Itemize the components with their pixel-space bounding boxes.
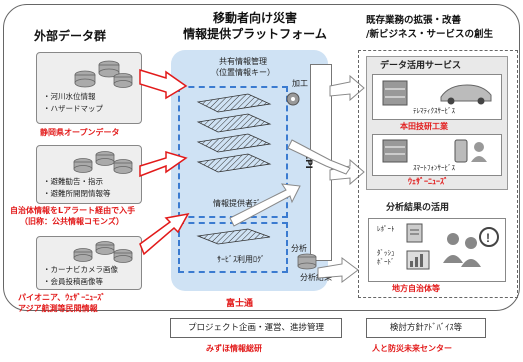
smartphone-provider: ｳｪｻﾞｰﾆｭｰｽﾞ [408,177,448,186]
provider-shizuoka: 静岡県オープンデータ [40,128,120,137]
advice-org: 人と防災未来センター [372,344,452,353]
right-title-line-2: /新ビジネス・サービスの創生 [366,29,493,40]
source-items: ・河川水位情報 ・ハザードマップ [43,91,103,115]
telematics-card: ﾃﾚﾏﾃｨｸｽｻｰﾋﾞｽ [372,74,502,120]
provider-lalert-line-1: 自治体情報をLアラート経由で入手 [10,206,136,215]
gear-icon [286,92,300,106]
server-icon [382,80,408,106]
right-title: 既存業務の拡張・改善 /新ビジネス・サービスの創生 [366,14,506,42]
item-member-images: ・会員投稿画像等 [43,277,103,286]
advice-box: 検討方針ｱﾄﾞﾊﾞｲｽ等 [366,318,486,338]
title-line-2: 情報提供プラットフォーム [183,27,327,41]
external-data-title: 外部データ群 [34,29,107,43]
document-icon [406,223,423,243]
database-icon [73,151,133,174]
layer-stack-icon [196,93,272,173]
dashboard-line-1: ﾀﾞｯｼｭ [377,249,395,257]
analysis-usage-title: 分析結果の活用 [386,203,450,213]
project-management-box: プロジェクト企画・運営、進捗管理 [170,318,342,338]
platform-container [171,50,328,291]
smartphone-label: ｽﾏｰﾄﾌｫﾝｻｰﾋﾞｽ [413,164,455,172]
page-title: 移動者向け災害 情報提供プラットフォーム [150,10,360,42]
project-org: みずほ情報総研 [206,344,262,353]
chart-icon [406,250,430,270]
provider-private-line-2: アジア航測等民間情報 [18,304,98,313]
car-icon [440,84,492,105]
telematics-label: ﾃﾚﾏﾃｨｸｽｻｰﾋﾞｽ [413,107,455,115]
provider-lalert: 自治体情報をLアラート経由で入手 （旧称：公共情報コモンズ） [10,205,170,227]
provider-private-line-1: パイオニア、ｳｪｻﾞｰﾆｭｰｽﾞ [18,293,106,302]
report-label: ﾚﾎﾟｰﾄ [377,225,395,233]
shared-info-line-1: 共有情報管理 [219,57,267,66]
database-icon [73,241,133,263]
dashboard-line-2: ﾎﾞｰﾄﾞ [377,258,395,266]
process-label: 加工 [292,79,308,88]
dashboard-label: ﾀﾞｯｼｭ ﾎﾞｰﾄﾞ [377,249,395,267]
service-log-label: ｻｰﾋﾞｽ利用ﾛｸﾞ [217,255,265,264]
smartphone-card: ｽﾏｰﾄﾌｫﾝｻｰﾋﾞｽ [372,134,502,176]
item-river-level: ・河川水位情報 [43,92,96,101]
right-dashed-area [358,50,518,298]
database-icon [74,60,133,88]
source-box-evac: ・避難勧告・指示 ・避難所開閉情報等 [36,145,142,204]
analysis-result-label: 分析結果 [300,273,332,282]
smartphone-icon [454,139,487,163]
item-shelter-status: ・避難所開閉情報等 [43,189,111,198]
item-car-camera: ・カーナビカメラ画像 [43,265,118,274]
analysis-label: 分析 [291,244,307,253]
telematics-provider: 本田技研工業 [400,122,448,131]
svg-text:!: ! [486,231,490,245]
title-line-1: 移動者向け災害 [212,11,297,25]
source-box-river: ・河川水位情報 ・ハザードマップ [36,52,142,124]
provider-private: パイオニア、ｳｪｻﾞｰﾆｭｰｽﾞ アジア航測等民間情報 [18,292,178,314]
shared-info-label: 共有情報管理 （位置情報キー） [188,56,298,78]
log-layer-icon [196,228,271,245]
operator-fujitsu: 富士通 [226,299,254,309]
database-icon [297,253,317,270]
analysis-usage-card: ﾚﾎﾟｰﾄ ﾀﾞｯｼｭ ﾎﾞｰﾄﾞ ! [368,218,506,282]
server-icon [382,139,408,163]
provider-lalert-line-2: （旧称：公共情報コモンズ） [20,217,124,226]
source-items: ・カーナビカメラ画像 ・会員投稿画像等 [43,264,118,288]
item-evac-advisory: ・避難勧告・指示 [43,177,103,186]
item-hazard-map: ・ハザードマップ [43,104,103,113]
people-alert-icon: ! [443,227,499,267]
source-box-camera: ・カーナビカメラ画像 ・会員投稿画像等 [36,236,142,290]
data-services-title: データ活用サービス [380,61,462,71]
analysis-usage-provider: 地方自治体等 [392,284,440,293]
shared-info-line-2: （位置情報キー） [211,68,275,77]
source-items: ・避難勧告・指示 ・避難所開閉情報等 [43,176,111,200]
right-title-line-1: 既存業務の拡張・改善 [366,15,462,26]
provider-data-label: 情報提供者ﾃﾞｰﾀ [213,199,269,208]
